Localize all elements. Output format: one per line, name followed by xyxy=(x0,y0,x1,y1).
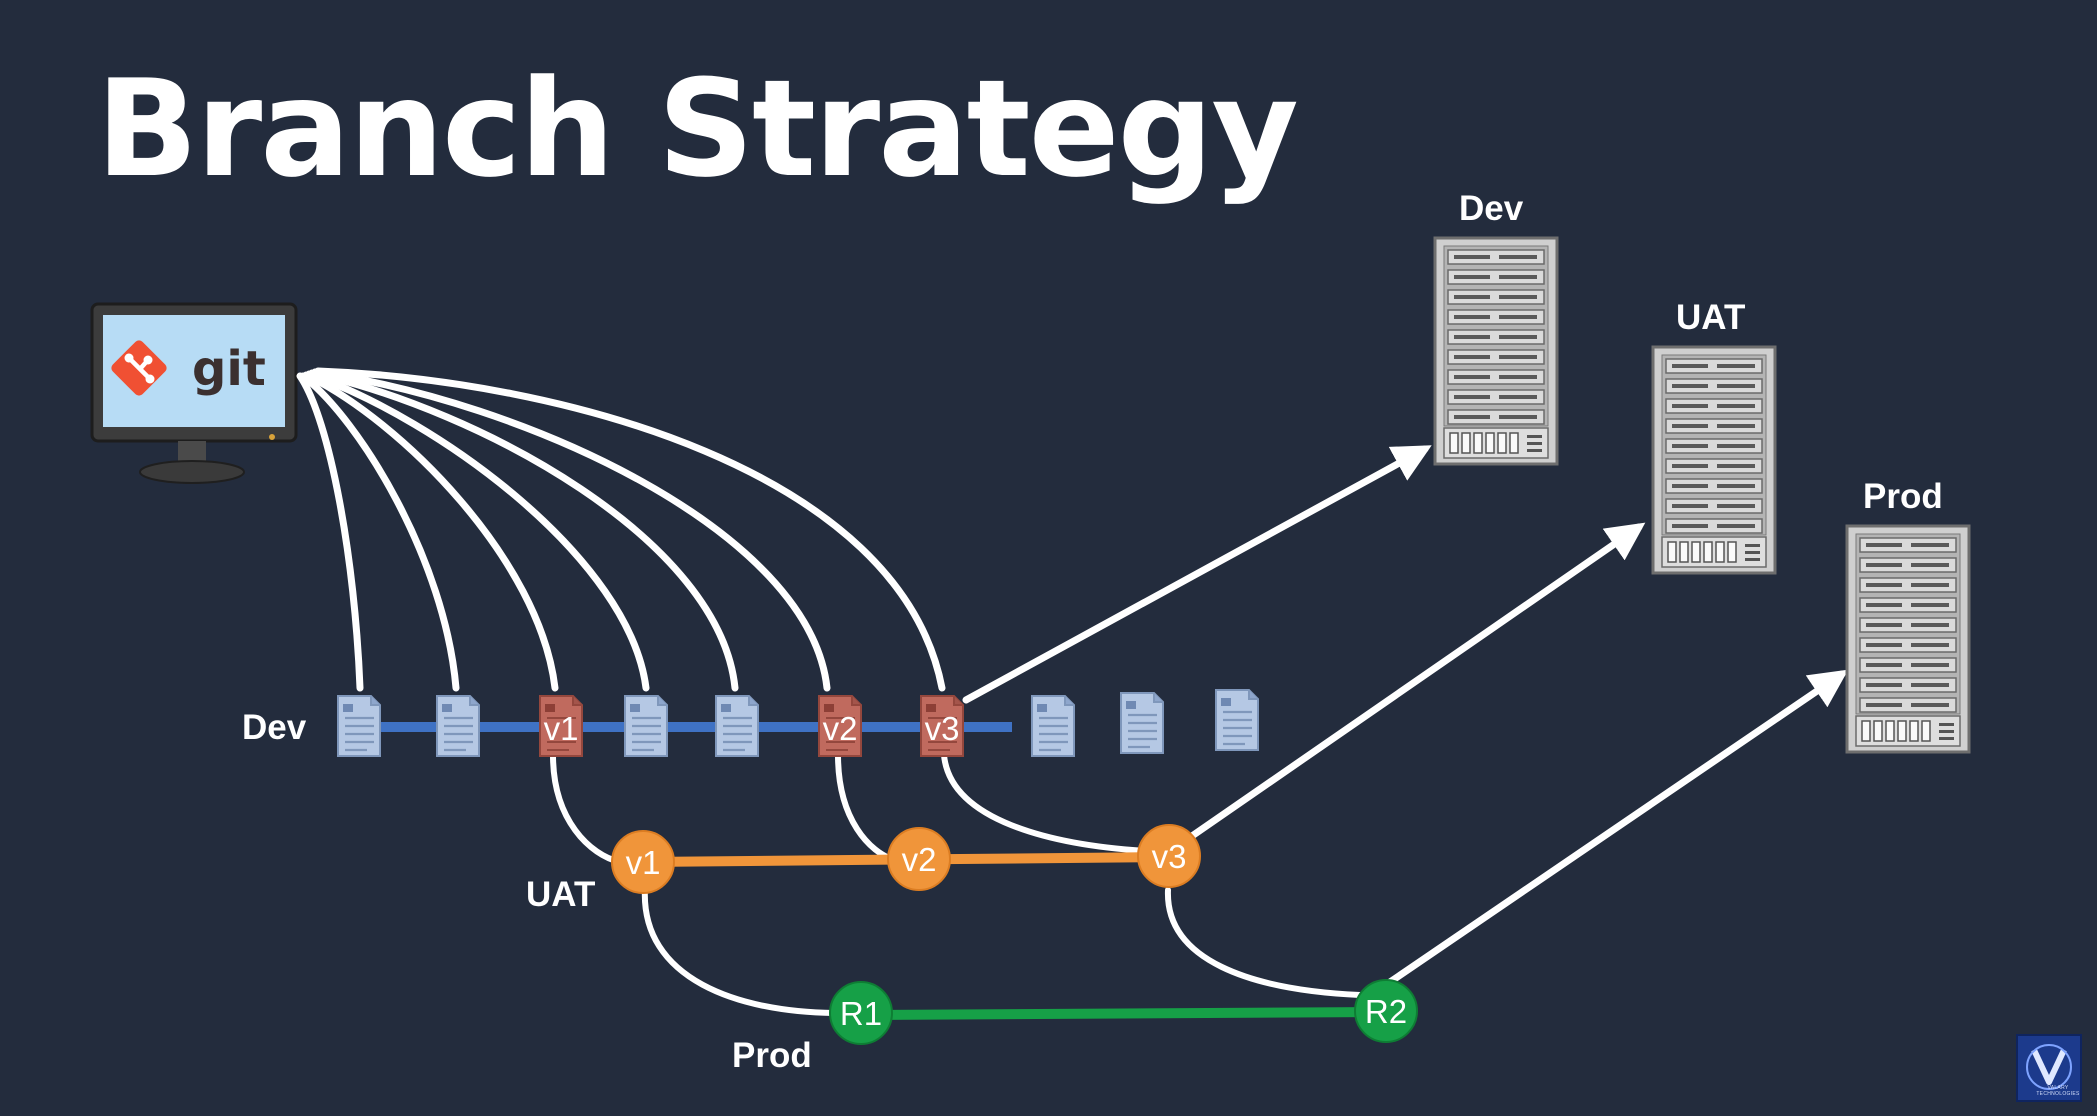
prod-nodes: R1 R2 xyxy=(829,979,1418,1045)
git-to-commit-6 xyxy=(311,368,831,692)
git-logo-text: git xyxy=(192,341,266,397)
merge-dev-v3-to-uat xyxy=(941,752,1149,854)
prod-node-label: R2 xyxy=(1365,993,1407,1030)
dev-branch-label: Dev xyxy=(242,708,307,747)
page-title: Branch Strategy xyxy=(96,51,1299,207)
dev-commit-5 xyxy=(714,694,760,758)
git-fanout-lines xyxy=(296,367,946,692)
dev-commit-1 xyxy=(336,694,382,758)
brand-logo-text: VALARY TECHNOLOGIES xyxy=(2036,1085,2080,1097)
uat-server-icon xyxy=(1653,347,1775,573)
uat-nodes: v1 v2 v3 xyxy=(611,824,1201,894)
uat-branch-label: UAT xyxy=(526,875,596,914)
dev-version-label: v1 xyxy=(544,710,579,747)
dev-server-label: Dev xyxy=(1459,189,1524,228)
git-to-commit-1 xyxy=(296,372,364,692)
prod-server-icon xyxy=(1847,526,1969,752)
git-to-commit-4 xyxy=(305,370,650,692)
git-to-commit-5 xyxy=(308,369,739,692)
dev-commit-v1: v1 xyxy=(539,695,583,757)
merge-uat-v3-to-prod xyxy=(1164,887,1363,998)
uat-node-label: v1 xyxy=(626,844,661,881)
prod-node-r2: R2 xyxy=(1354,979,1418,1043)
prod-node-r1: R1 xyxy=(829,981,893,1045)
deploy-arrow-dev xyxy=(962,445,1432,704)
dev-version-label: v3 xyxy=(925,710,960,747)
uat-node-label: v3 xyxy=(1152,838,1187,875)
merge-dev-v1-to-uat xyxy=(550,752,623,865)
deploy-arrow-prod xyxy=(1386,669,1849,986)
merge-lines xyxy=(550,752,1363,1016)
uat-server-label: UAT xyxy=(1676,298,1746,337)
dev-commits: v1 v2 v3 xyxy=(336,688,1260,758)
uat-node-v1: v1 xyxy=(611,830,675,894)
prod-server-label: Prod xyxy=(1863,477,1943,516)
git-monitor-icon: git xyxy=(90,302,298,484)
dev-commit-9 xyxy=(1119,691,1165,755)
uat-node-v3: v3 xyxy=(1137,824,1201,888)
dev-commit-8 xyxy=(1030,694,1076,758)
prod-node-label: R1 xyxy=(840,995,882,1032)
deploy-arrows xyxy=(962,445,1849,986)
uat-node-label: v2 xyxy=(902,841,937,878)
dev-commit-4 xyxy=(623,694,669,758)
git-to-commit-2 xyxy=(299,372,460,692)
prod-branch-line xyxy=(861,1007,1386,1020)
prod-branch-label: Prod xyxy=(732,1036,812,1075)
dev-commit-v3: v3 xyxy=(920,695,964,757)
uat-node-v2: v2 xyxy=(887,827,951,891)
git-to-commit-7 xyxy=(314,367,946,692)
merge-uat-v1-to-prod xyxy=(641,885,837,1016)
deploy-arrow-uat xyxy=(1188,522,1646,840)
git-logo-icon xyxy=(111,340,167,396)
dev-version-label: v2 xyxy=(823,710,858,747)
git-to-commit-3 xyxy=(302,371,559,692)
brand-logo xyxy=(2016,1034,2082,1102)
dev-commit-v2: v2 xyxy=(818,695,862,757)
merge-dev-v2-to-uat xyxy=(835,752,897,863)
dev-server-icon xyxy=(1435,238,1557,464)
dev-commit-2 xyxy=(435,694,481,758)
dev-commit-10 xyxy=(1214,688,1260,752)
